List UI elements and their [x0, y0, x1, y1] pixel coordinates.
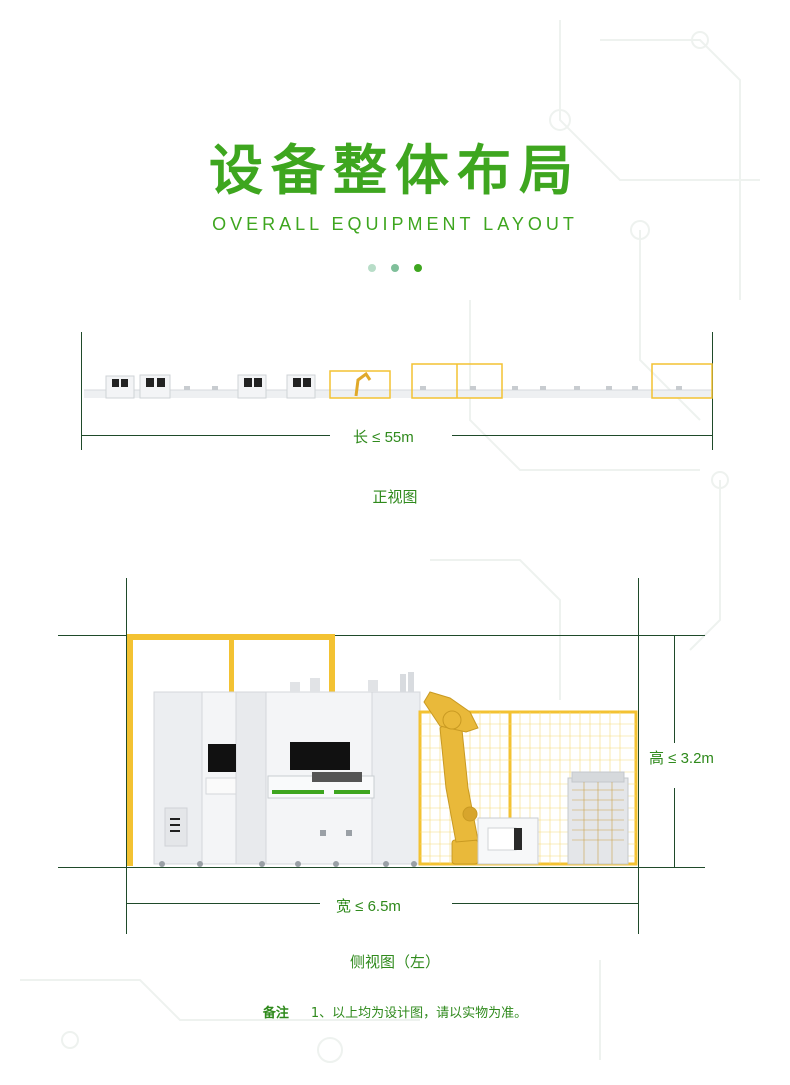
front-machine-2	[139, 374, 171, 399]
front-view-drawing	[81, 332, 713, 450]
side-main-machine	[153, 672, 421, 867]
side-height-dimension: 高 ≤ 3.2m	[643, 747, 720, 768]
side-width-dimension: 宽 ≤ 6.5m	[330, 895, 407, 916]
side-view-drawing	[58, 578, 705, 934]
side-small-cabinet	[477, 817, 539, 865]
side-robot-arm	[423, 691, 479, 865]
front-view-caption: 正视图	[372, 488, 418, 506]
dot-2	[391, 264, 399, 272]
side-control-cabinet	[567, 771, 629, 865]
footnote-label: 备注	[262, 1006, 289, 1021]
footnote-text: 1、以上均为设计图，请以实物为准。	[310, 1006, 528, 1021]
side-view-caption: 侧视图（左）	[349, 953, 440, 971]
page-title: 设备整体布局	[209, 139, 581, 202]
dot-3	[414, 264, 422, 272]
dot-1	[368, 264, 376, 272]
footnote: 备注 1、以上均为设计图，请以实物为准。	[0, 1002, 790, 1021]
front-length-dimension: 长 ≤ 55m	[347, 426, 420, 447]
front-machine-4	[286, 374, 316, 399]
page-subtitle: OVERALL EQUIPMENT LAYOUT	[212, 214, 578, 234]
front-robot-cell	[329, 370, 391, 399]
side-yellow-frame	[127, 634, 335, 866]
front-machine-1	[105, 375, 135, 399]
front-machine-3	[237, 374, 267, 399]
